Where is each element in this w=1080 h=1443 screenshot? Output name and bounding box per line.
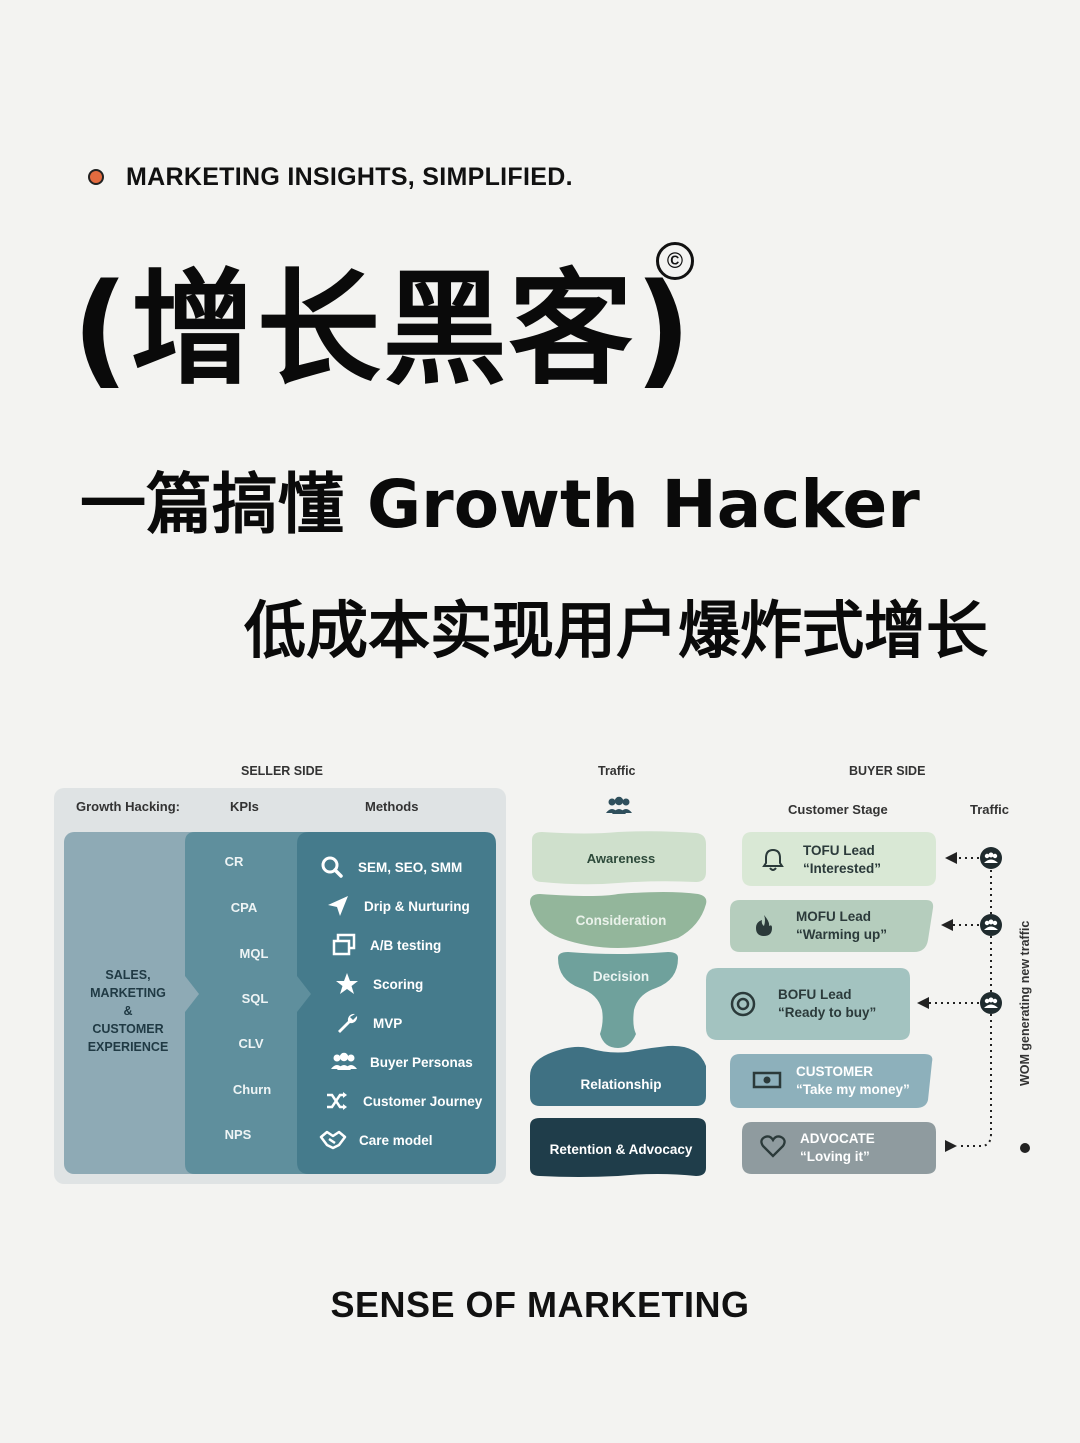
stage-quote: “Warming up” bbox=[796, 927, 887, 942]
funnel-relationship: Relationship bbox=[580, 1077, 662, 1092]
stage-advocate: ADVOCATE “Loving it” bbox=[800, 1130, 875, 1166]
methods-panel bbox=[297, 832, 496, 1174]
bullet-dot-icon bbox=[88, 169, 104, 185]
windows-icon bbox=[332, 933, 356, 956]
stage-name: TOFU Lead bbox=[803, 843, 875, 858]
subtitle-secondary: 低成本实现用户爆炸式增长 bbox=[244, 594, 989, 667]
traffic-funnel bbox=[530, 831, 707, 1177]
brand-footer: SENSE OF MARKETING bbox=[330, 1284, 750, 1325]
customer-stage-header: Customer Stage bbox=[788, 802, 888, 817]
copyright-icon: © bbox=[656, 242, 694, 280]
page-title: (增长黑客) bbox=[72, 258, 694, 402]
stage-mofu: MOFU Lead “Warming up” bbox=[796, 908, 887, 944]
heart-icon bbox=[760, 1135, 786, 1158]
kpi-item: SQL bbox=[241, 991, 269, 1006]
wom-label: WOM generating new traffic bbox=[1018, 920, 1032, 1086]
star-icon bbox=[336, 973, 358, 994]
traffic-column-header: Traffic bbox=[970, 802, 1010, 817]
method-label: SEM, SEO, SMM bbox=[358, 859, 463, 875]
growth-label-line: MARKETING bbox=[90, 986, 166, 1000]
funnel-retention-advocacy: Retention & Advocacy bbox=[549, 1142, 693, 1157]
funnel-consideration: Consideration bbox=[575, 913, 667, 928]
copyright-symbol: © bbox=[666, 248, 684, 273]
method-item: A/B testing bbox=[330, 931, 441, 959]
growth-hacking-diagram: SELLER SIDE Traffic BUYER SIDE Growth Ha… bbox=[0, 750, 1080, 1200]
kpi-panel bbox=[185, 832, 325, 1174]
money-icon bbox=[752, 1071, 782, 1089]
kpis-column-header: KPIs bbox=[230, 799, 259, 814]
flame-icon bbox=[756, 915, 772, 936]
wom-traffic-arrows bbox=[917, 847, 1002, 1152]
method-item: Care model bbox=[319, 1126, 433, 1154]
target-icon bbox=[730, 991, 756, 1017]
handshake-icon bbox=[319, 1130, 347, 1150]
method-label: Customer Journey bbox=[363, 1093, 483, 1109]
subtitle-primary: 一篇搞懂 Growth Hacker bbox=[80, 466, 920, 543]
stage-quote: “Interested” bbox=[803, 861, 882, 876]
growth-label-line: SALES, bbox=[105, 968, 151, 982]
kpi-item: Churn bbox=[232, 1082, 272, 1097]
stage-name: ADVOCATE bbox=[800, 1131, 875, 1146]
growth-label-line: CUSTOMER bbox=[92, 1022, 164, 1036]
buyer-side-heading: BUYER SIDE bbox=[849, 764, 926, 778]
method-label: Drip & Nurturing bbox=[364, 898, 470, 914]
traffic-top-heading: Traffic bbox=[598, 764, 636, 778]
kpi-item: CR bbox=[224, 854, 244, 869]
stage-quote: “Loving it” bbox=[800, 1149, 870, 1164]
search-icon bbox=[321, 856, 343, 878]
method-item: Scoring bbox=[333, 970, 423, 998]
tagline-text: MARKETING INSIGHTS, SIMPLIFIED. bbox=[126, 162, 573, 191]
bell-icon bbox=[762, 848, 784, 871]
funnel-awareness: Awareness bbox=[586, 851, 656, 866]
kpi-item: MQL bbox=[239, 946, 269, 961]
stage-tofu: TOFU Lead “Interested” bbox=[803, 842, 881, 878]
method-item: Customer Journey bbox=[323, 1087, 482, 1115]
tagline: MARKETING INSIGHTS, SIMPLIFIED. bbox=[88, 160, 573, 194]
kpi-item: CPA bbox=[230, 900, 258, 915]
wrench-icon bbox=[338, 1013, 358, 1033]
growth-label-line: EXPERIENCE bbox=[87, 1040, 169, 1054]
stage-bofu: BOFU Lead “Ready to buy” bbox=[778, 986, 876, 1022]
stage-name: BOFU Lead bbox=[778, 987, 852, 1002]
stage-cards-shapes bbox=[706, 832, 936, 1174]
group-icon bbox=[331, 1052, 357, 1070]
kpi-item: NPS bbox=[224, 1127, 252, 1142]
kpi-item: CLV bbox=[238, 1036, 264, 1051]
methods-column-header: Methods bbox=[365, 799, 419, 814]
method-item: SEM, SEO, SMM bbox=[318, 853, 462, 881]
method-label: Care model bbox=[359, 1132, 433, 1148]
method-item: Drip & Nurturing bbox=[324, 892, 470, 920]
method-item: Buyer Personas bbox=[330, 1048, 473, 1076]
shuffle-icon bbox=[327, 1092, 347, 1110]
method-label: Buyer Personas bbox=[370, 1054, 473, 1070]
stage-quote: “Take my money” bbox=[796, 1082, 910, 1097]
send-icon bbox=[328, 896, 348, 916]
growth-hacking-column-header: Growth Hacking: bbox=[76, 799, 181, 814]
stage-customer: CUSTOMER “Take my money” bbox=[796, 1063, 910, 1099]
seller-side-heading: SELLER SIDE bbox=[241, 764, 323, 778]
stage-name: MOFU Lead bbox=[796, 909, 872, 924]
method-label: A/B testing bbox=[370, 937, 442, 953]
method-item: MVP bbox=[333, 1009, 402, 1037]
traffic-people-icon bbox=[606, 796, 632, 814]
stage-quote: “Ready to buy” bbox=[778, 1005, 877, 1020]
speech-bubble-icon bbox=[1020, 1143, 1030, 1153]
growth-label-line: & bbox=[123, 1004, 133, 1018]
method-label: MVP bbox=[373, 1015, 403, 1031]
stage-name: CUSTOMER bbox=[796, 1064, 874, 1079]
method-label: Scoring bbox=[373, 976, 424, 992]
growth-focus-label: SALES, MARKETING & CUSTOMER EXPERIENCE bbox=[64, 966, 192, 1056]
funnel-decision: Decision bbox=[592, 969, 650, 984]
